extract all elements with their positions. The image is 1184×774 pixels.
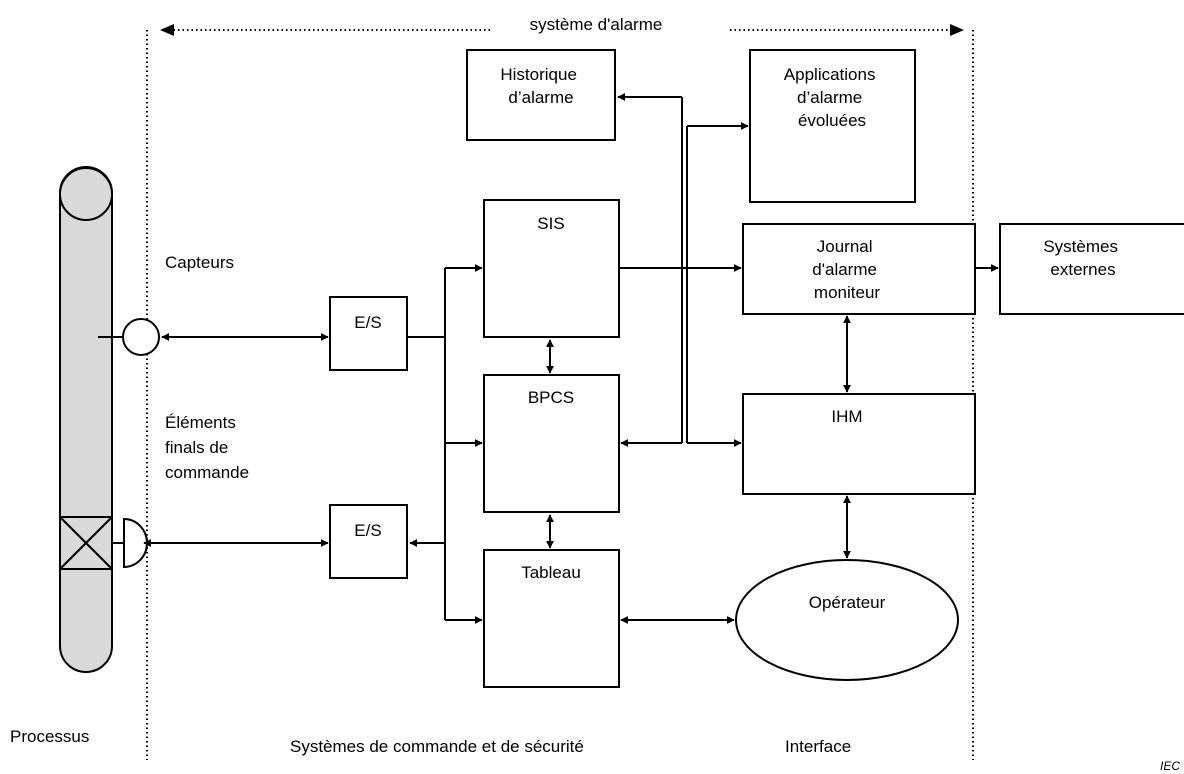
ihm-label: IHM	[831, 407, 862, 426]
journal-box	[742, 223, 976, 315]
alarm-span-arrowhead-left	[160, 24, 174, 36]
historique-box	[466, 49, 616, 141]
applications-box	[749, 49, 916, 203]
valve-symbol	[59, 516, 148, 570]
io-bottom-box	[329, 504, 408, 579]
io-bottom-label: E/S	[354, 521, 381, 540]
sis-box	[483, 199, 620, 338]
applications-label: Applications d’alarme évoluées	[784, 65, 880, 130]
operateur-label: Opérateur	[809, 593, 886, 612]
ihm-box	[742, 393, 976, 495]
tableau-box	[483, 549, 620, 688]
operateur-ellipse	[735, 559, 959, 681]
io-top-box	[329, 296, 408, 371]
sis-label: SIS	[537, 214, 564, 233]
process-pipe	[59, 166, 113, 673]
control-zone-label: Systèmes de commande et de sécurité	[290, 737, 584, 756]
systemes-externes-box	[999, 223, 1184, 315]
systemes-externes-label: Systèmes externes	[1043, 237, 1122, 279]
tableau-label: Tableau	[521, 563, 581, 582]
interface-zone-label: Interface	[785, 737, 851, 756]
final-elements-label: Éléments finals de commande	[165, 413, 249, 482]
journal-label: Journal d'alarme moniteur	[812, 237, 881, 302]
bpcs-box	[483, 374, 620, 513]
alarm-span-arrowhead-right	[950, 24, 964, 36]
bpcs-label: BPCS	[528, 388, 574, 407]
io-top-label: E/S	[354, 313, 381, 332]
valve-actuator-symbol	[123, 517, 148, 569]
source-label: IEC	[1160, 759, 1180, 773]
sensors-label: Capteurs	[165, 253, 234, 272]
alarm-system-label: système d'alarme	[530, 15, 663, 34]
process-zone-label: Processus	[10, 727, 89, 746]
historique-label: Historique d’alarme	[500, 65, 581, 107]
sensor-symbol	[122, 318, 160, 356]
